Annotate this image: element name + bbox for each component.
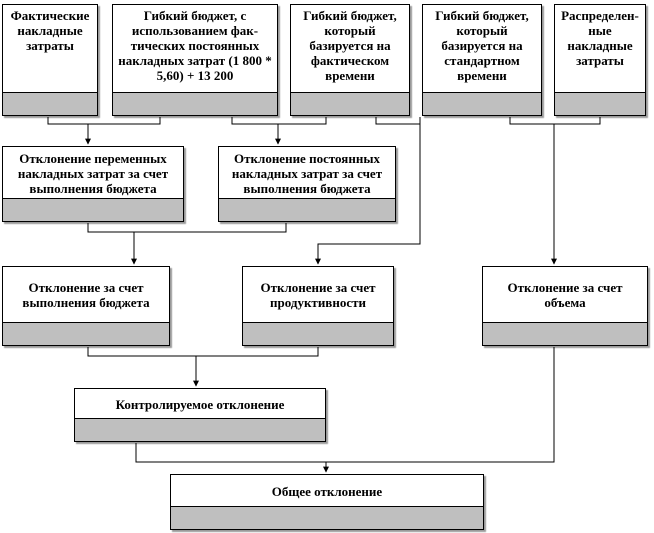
node-band [171,506,483,529]
connector-actualtime-to-fixed [278,117,327,125]
node-band [3,198,183,221]
node-fixed-overhead-budget-variance: Отклонение постоянных накладных затрат з… [218,146,396,222]
node-label: Отклонение за счет выполнения бюджета [22,280,150,310]
node-label: Гибкий бюджет, который базируется на фак… [303,8,397,83]
node-band [113,92,277,115]
node-band [3,92,97,115]
node-productivity-variance: Отклонение за счет продуктивности [242,266,394,346]
node-band [3,322,169,345]
node-label: Отклонение постоянных накладных затрат з… [231,150,383,196]
node-band [219,198,395,221]
node-label: Распределен-ные накладные затраты [561,8,639,68]
connector-fixedbudget-to-fixed [231,117,281,145]
node-controllable-variance: Контролируемое отклонение [74,388,326,442]
node-band [483,322,647,345]
connector-fixedbudget-to-variable [88,117,161,125]
node-band [291,92,409,115]
node-band [555,92,645,115]
connector-variable-to-budget [87,223,137,265]
node-label: Фактические накладные затраты [10,8,90,53]
node-band [243,322,393,345]
node-label: Общее отклонение [271,483,383,499]
node-volume-variance: Отклонение за счет объема [482,266,648,346]
node-flex-budget-standard-time: Гибкий бюджет, который базируется на ста… [422,4,542,116]
connector-allocated-to-volume [554,117,601,125]
node-allocated-overhead: Распределен-ные накладные затраты [554,4,646,116]
node-label: Отклонение за счет продуктивности [260,280,376,310]
node-label: Отклонение переменных накладных затрат з… [17,150,169,196]
connector-actual-to-variable [47,117,91,145]
connector-controllable-to-total [135,443,329,473]
node-band [75,418,325,441]
node-label: Отклонение за счет объема [507,280,623,310]
node-actual-overhead: Фактические накладные затраты [2,4,98,116]
node-total-variance: Общее отклонение [170,474,484,530]
node-flex-budget-actual-fixed: Гибкий бюджет, с использованием фак-тиче… [112,4,278,116]
connector-fixed-to-budget [134,223,287,233]
connector-volume-to-total [326,347,555,463]
connector-budget-to-controllable [87,347,199,387]
node-label: Гибкий бюджет, с использованием фак-тиче… [118,8,272,83]
node-variable-overhead-budget-variance: Отклонение переменных накладных затрат з… [2,146,184,222]
node-label: Контролируемое отклонение [115,396,285,412]
connector-productivity-to-controllable [196,347,319,357]
node-label: Гибкий бюджет, который базируется на ста… [435,8,529,83]
node-band [423,92,541,115]
node-flex-budget-actual-time: Гибкий бюджет, который базируется на фак… [290,4,410,116]
node-budget-variance: Отклонение за счет выполнения бюджета [2,266,170,346]
connector-standardtime-to-volume [509,117,557,265]
connector-actualtime-to-productivity [315,117,421,265]
